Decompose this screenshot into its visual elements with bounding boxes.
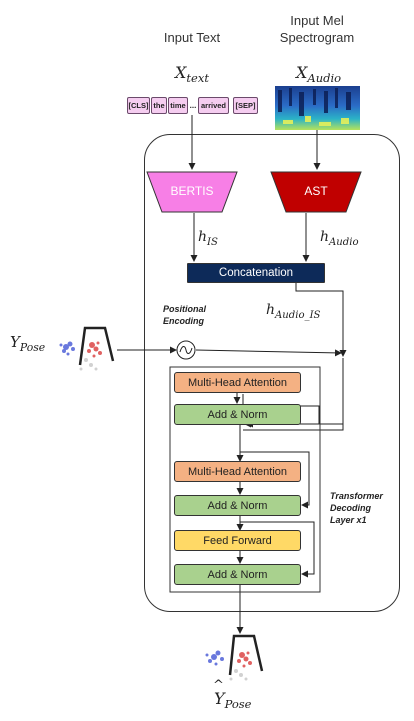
pose-output-image: [205, 634, 264, 681]
multi-head-attention-block-1: Multi-Head Attention: [174, 372, 301, 393]
add-norm-block-3: Add & Norm: [174, 564, 301, 585]
y-hat-pose-label: Y ^ Pose: [213, 678, 252, 712]
h-audio-label: hAudio: [320, 229, 359, 248]
concatenation-block: Concatenation: [187, 263, 325, 283]
token-time: time: [168, 97, 188, 114]
token-sep: [SEP]: [233, 97, 258, 114]
token-the: the: [151, 97, 167, 114]
feed-forward-block: Feed Forward: [174, 530, 301, 551]
h-is-label: hIS: [198, 229, 218, 248]
model-frame: [144, 134, 400, 612]
multi-head-attention-block-2: Multi-Head Attention: [174, 461, 301, 482]
h-audio-is-label: hAudio_IS: [266, 302, 321, 321]
x-text-label: Xtext: [175, 63, 209, 86]
input-mel-title-line1: Input Mel: [290, 13, 344, 28]
mel-spectrogram-image: [275, 86, 360, 130]
ast-label: AST: [304, 184, 328, 198]
decoder-frame: [169, 366, 321, 593]
y-pose-input-label: YPose: [10, 333, 46, 354]
input-mel-title-line2: Spectrogram: [279, 30, 355, 45]
token-arrived: arrived: [198, 97, 229, 114]
token-cls: [CLS]: [127, 97, 150, 114]
input-text-title: Input Text: [163, 30, 221, 45]
add-norm-block-2: Add & Norm: [174, 495, 301, 516]
x-audio-label: XAudio: [296, 63, 342, 86]
bertis-shape: [146, 171, 238, 213]
ast-shape: [270, 171, 362, 213]
token-ellipsis: ...: [189, 101, 197, 110]
bertis-label: BERTIS: [170, 184, 214, 198]
add-norm-block-1: Add & Norm: [174, 404, 301, 425]
pose-input-image: [59, 326, 115, 371]
positional-encoding-label: Positional Encoding: [163, 304, 207, 326]
transformer-layer-label: Transformer Decoding Layer x1: [330, 491, 383, 525]
